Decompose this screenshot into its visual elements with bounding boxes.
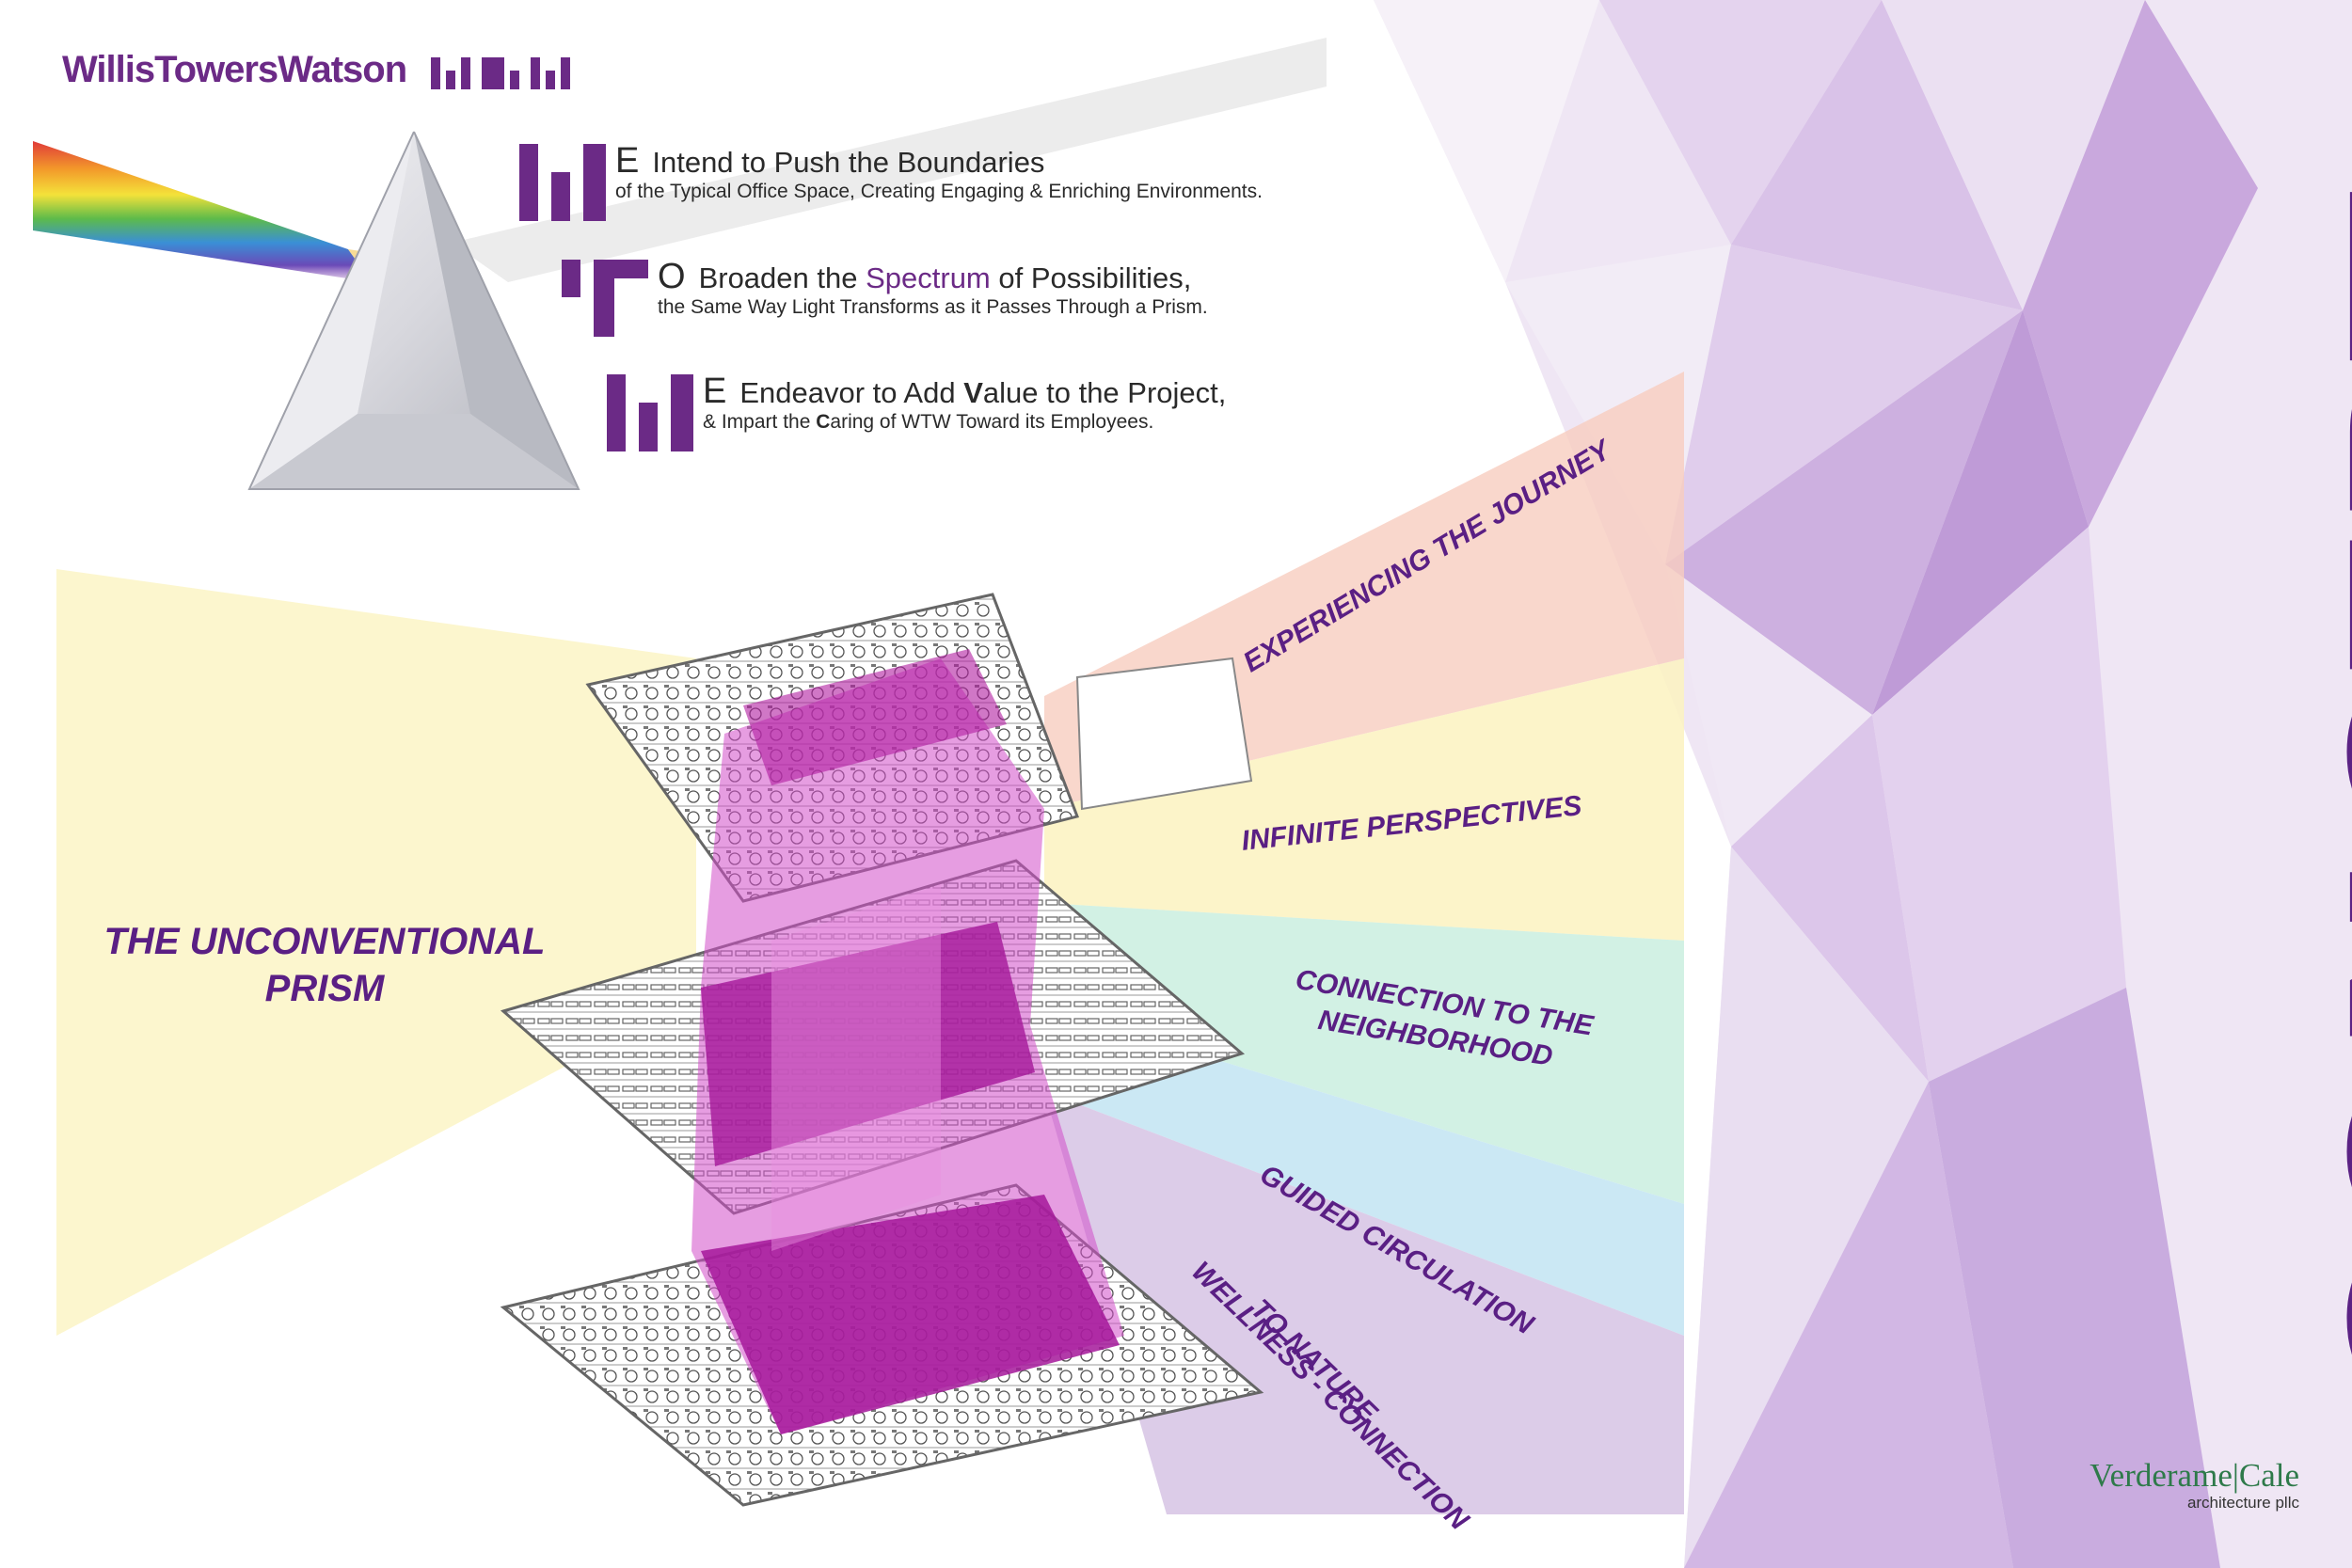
statement-1-main: Intend to Push the Boundaries (652, 146, 1045, 179)
statement-2-letter: O (658, 257, 686, 296)
faceted-background (1374, 0, 2352, 1568)
statement-we-intend: E Intend to Push the Boundaries of the Ty… (519, 141, 1263, 221)
statement-3-sub-before: & Impart the (703, 411, 817, 433)
w-glyph-icon-2 (607, 374, 693, 451)
wtw-logo: WillisTowersWatson (62, 49, 571, 91)
statement-3-main-after: alue to the Project, (982, 376, 1227, 409)
statement-we-endeavor: E Endeavor to Add Value to the Project, &… (607, 372, 1227, 451)
statement-2-main-before: Broaden the (698, 261, 866, 294)
firm-name: Verderame|Cale (2090, 1457, 2299, 1494)
statement-2-sub: the Same Way Light Transforms as it Pass… (658, 296, 1208, 318)
firm-logo: Verderame|Cale architecture pllc (2090, 1458, 2299, 1513)
unconventional-prism-title: THE UNCONVENTIONAL PRISM (103, 921, 546, 1009)
statement-2-main-after: of Possibilities, (990, 261, 1192, 294)
statement-1-sub: of the Typical Office Space, Creating En… (615, 181, 1263, 202)
w-glyph-icon (519, 144, 606, 221)
statement-2-highlight: Spectrum (866, 261, 991, 294)
statement-3-bold: V (963, 376, 983, 409)
statement-3-letter: E (703, 372, 727, 411)
wtw-mark-icon (431, 52, 571, 89)
rainbow-beam (33, 141, 372, 282)
statement-3-main-before: Endeavor to Add (739, 376, 964, 409)
statement-3-sub-bold: C (816, 411, 831, 433)
t-glyph-icon (562, 260, 648, 337)
floor-plan-stack (500, 593, 1264, 1507)
glass-prism (247, 131, 580, 490)
statement-3-sub-after: aring of WTW Toward its Employees. (830, 411, 1154, 433)
firm-subtitle: architecture pllc (2186, 1494, 2299, 1512)
brand-name: WillisTowersWatson (62, 49, 407, 90)
concept-heading: CONCEPT (2303, 197, 2352, 1429)
statement-1-letter: E (615, 141, 640, 181)
